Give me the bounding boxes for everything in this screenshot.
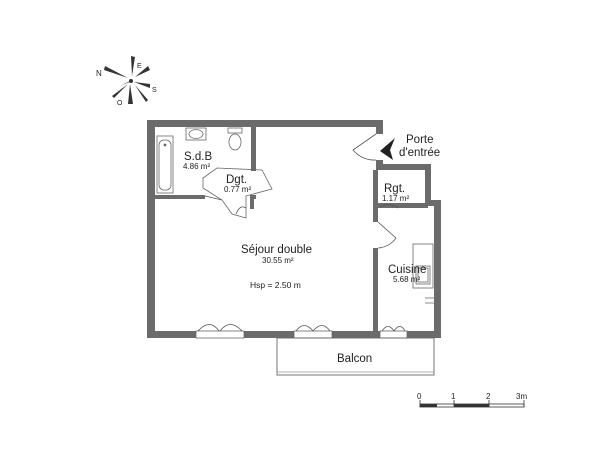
room-area-sdb: 4.86 m² — [183, 162, 210, 171]
scale-tick-2: 2 — [486, 392, 491, 401]
compass-west: O — [117, 100, 123, 107]
scale-tick-1: 1 — [451, 392, 456, 401]
compass-east: E — [137, 63, 142, 70]
room-name-balcon: Balcon — [337, 353, 372, 365]
room-name-sdb: S.d.B — [184, 151, 212, 163]
room-area-dgt: 0.77 m² — [224, 185, 251, 194]
compass-rose: N E S O — [96, 56, 157, 107]
bathroom-fixtures — [156, 127, 243, 194]
room-name-sejour: Séjour double — [241, 244, 312, 256]
ceiling-height: Hsp = 2.50 m — [250, 280, 301, 290]
walls — [147, 120, 441, 338]
scale-tick-3: 3m — [516, 392, 527, 401]
room-area-rgt: 1.17 m² — [382, 194, 409, 203]
kitchen-fixtures — [412, 243, 434, 304]
room-area-sejour: 30.55 m² — [262, 256, 294, 265]
room-area-cuisine: 5.68 m² — [393, 275, 420, 284]
room-name-cuisine: Cuisine — [388, 264, 426, 276]
scale-bar: 0 1 2 3m — [417, 392, 527, 408]
compass-south: S — [152, 87, 157, 94]
door-swings — [352, 133, 399, 249]
dgt-outline — [202, 167, 273, 219]
entrance-label-line2: d'entrée — [399, 147, 440, 159]
entrance-arrow-icon — [380, 138, 395, 160]
balcony-outline — [276, 337, 435, 376]
room-name-rgt: Rgt. — [384, 183, 405, 195]
entrance-label-line1: Porte — [406, 134, 434, 146]
compass-north: N — [96, 69, 102, 78]
room-name-dgt: Dgt. — [226, 174, 247, 186]
scale-tick-0: 0 — [417, 392, 422, 401]
